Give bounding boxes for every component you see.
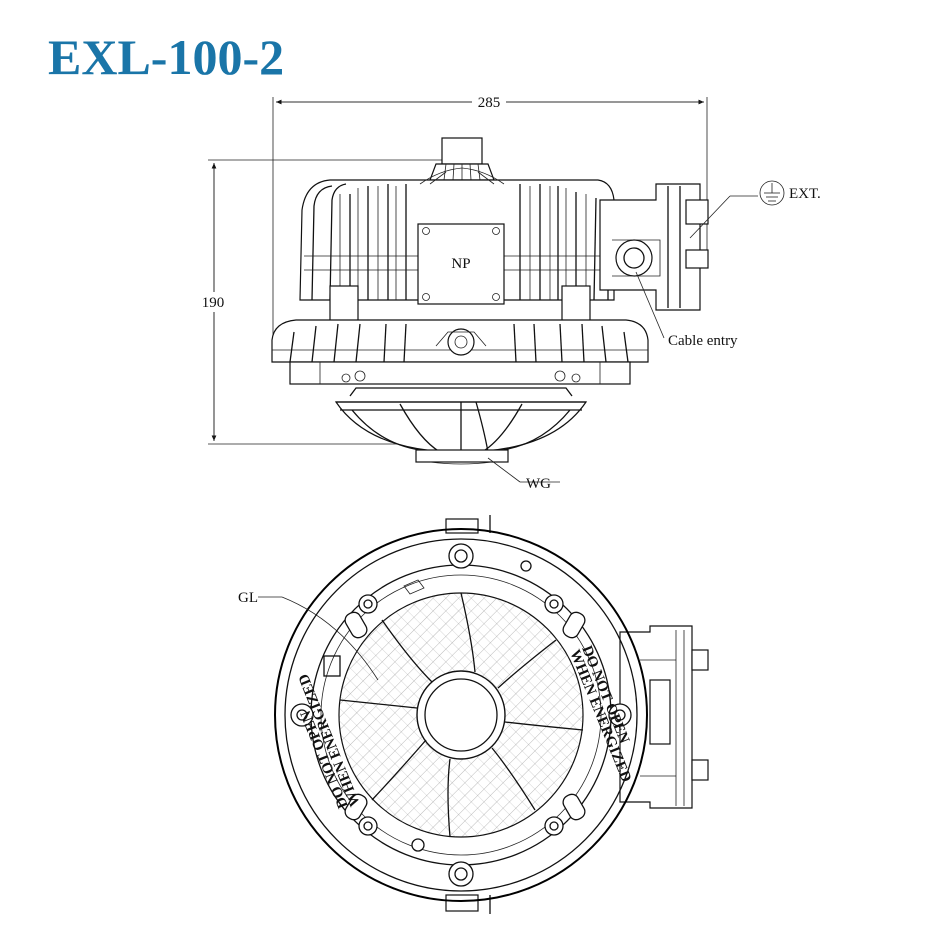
ext-callout: EXT. xyxy=(689,180,821,239)
height-dimension-label: 190 xyxy=(202,295,225,311)
bottom-view: DO NOT OPEN WHEN ENERGIZED DO NOT OPEN W… xyxy=(238,515,709,914)
width-dimension-label: 285 xyxy=(478,95,501,111)
cable-entry-label: Cable entry xyxy=(668,333,738,349)
gl-callout: GL xyxy=(238,590,379,681)
nameplate-label: NP xyxy=(451,256,470,272)
wg-callout: WG xyxy=(487,457,560,492)
ext-label: EXT. xyxy=(789,186,821,202)
mounting-bolts xyxy=(290,543,632,887)
page-title: EXL-100-2 xyxy=(48,29,285,85)
height-dimension: 190 xyxy=(196,159,445,445)
side-view: 285 190 xyxy=(196,92,821,492)
wire-guard-label: WG xyxy=(526,476,551,492)
width-dimension: 285 xyxy=(272,92,708,360)
glass-label: GL xyxy=(238,590,258,606)
cable-entry-callout: Cable entry xyxy=(635,271,738,349)
